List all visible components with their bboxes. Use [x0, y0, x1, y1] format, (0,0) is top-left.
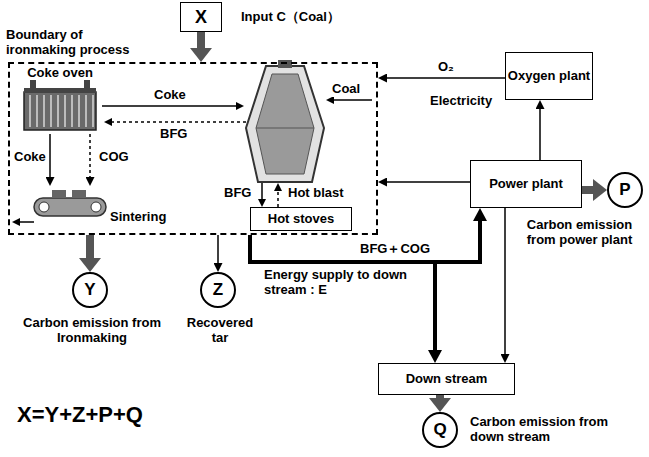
node-text: Oxygen plant [508, 69, 590, 84]
node-text: Hot stoves [268, 212, 334, 227]
node-caption: Boundary of ironmaking process [6, 28, 141, 58]
edge-label: O₂ [436, 60, 456, 75]
flow-connector [436, 395, 444, 398]
flow-label: Coal [330, 82, 362, 97]
flow-connector [197, 32, 205, 48]
node-text: P [619, 180, 630, 200]
output-circle: QCarbon emission from down stream [422, 412, 458, 448]
node-caption: Recovered tar [180, 316, 260, 346]
node-caption: Carbon emission from down stream [470, 415, 620, 445]
node-caption: Sintering [110, 210, 180, 225]
node-text: Z [213, 280, 223, 300]
sintering-unit: Sintering [30, 186, 180, 228]
node-text: Y [84, 280, 95, 300]
process-arrows [102, 100, 372, 207]
sintering-machine-illustration [20, 190, 106, 222]
output-circle: ZRecovered tar [200, 272, 236, 308]
input-box: XInput C（Coal） [180, 2, 222, 32]
flow-connector [89, 134, 91, 177]
edge-label: COG [97, 150, 131, 165]
flow-label: BFG [158, 127, 189, 142]
flow-label: Coke [152, 88, 188, 103]
blast-furnace-illustration [246, 60, 324, 182]
boundary-region: Boundary of ironmaking processCoke ovenS… [8, 62, 378, 235]
process-box: Oxygen plant [505, 52, 593, 100]
flow-connector [582, 186, 593, 194]
flow-connector [539, 109, 541, 160]
process-box: Down stream [378, 363, 515, 395]
node-caption: Coke oven [18, 66, 102, 81]
coke-oven: Coke oven [18, 66, 102, 134]
balance-equation: X=Y+Z+P+Q [15, 402, 145, 427]
output-circle: PCarbon emission from power plant [607, 172, 643, 208]
output-circle: YCarbon emission from Ironmaking [72, 272, 108, 308]
flow-connector [504, 208, 506, 354]
coke-oven-illustration [24, 80, 96, 130]
edge-label: Energy supply to down stream : E [262, 268, 416, 298]
flow-label: Hot blast [286, 186, 346, 201]
flow-connector [250, 235, 435, 350]
node-text: X [195, 7, 207, 28]
node-caption: Input C（Coal） [241, 10, 371, 25]
node-text: Power plant [489, 177, 563, 192]
process-box: Hot stoves [250, 207, 352, 231]
node-text: Down stream [406, 372, 488, 387]
node-caption: Carbon emission from power plant [517, 218, 642, 248]
node-text: Q [433, 420, 446, 440]
flow-connector [217, 235, 219, 263]
flow-connector [387, 77, 505, 79]
process-box: Power plant [470, 160, 582, 208]
edge-label: Electricity [428, 94, 494, 109]
flow-label: BFG [222, 186, 253, 201]
edge-label: BFG＋COG [358, 242, 432, 257]
flow-connector [49, 134, 51, 177]
node-caption: Carbon emission from Ironmaking [22, 316, 162, 346]
flow-connector [86, 235, 94, 258]
flow-connector [387, 181, 470, 183]
edge-label: Coke [12, 150, 48, 165]
